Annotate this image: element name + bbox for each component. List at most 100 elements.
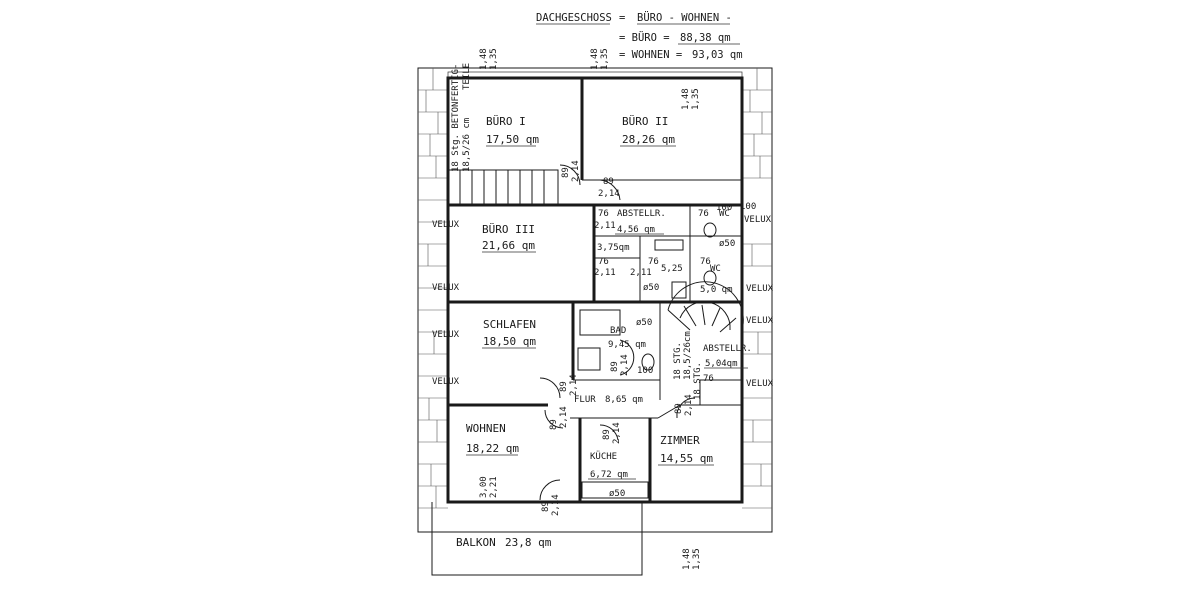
- room-name-zimmer: ZIMMER: [660, 434, 700, 447]
- velux-label: VELUX: [432, 377, 460, 387]
- dim-door: 89: [559, 381, 569, 392]
- room-name-abstell-1: ABSTELLR.: [617, 209, 666, 219]
- room-area-balkon: 23,8 qm: [505, 536, 552, 549]
- room-name-wc-2: WC: [710, 264, 721, 274]
- dim-door: 2,14: [551, 494, 561, 516]
- door-swing: [619, 339, 635, 376]
- stair-note-line-1: 18 Stg. BETONFERTIG-: [451, 64, 461, 172]
- dim-door: 89: [602, 429, 612, 440]
- spiral-stair: [667, 281, 744, 331]
- room-name-buero-1: BÜRO I: [486, 115, 526, 128]
- room-area-buero-3: 21,66 qm: [482, 239, 535, 252]
- door-swing: [676, 397, 696, 419]
- room-area-flur: 8,65 qm: [605, 395, 643, 405]
- room-name-buero-2: BÜRO II: [622, 115, 668, 128]
- wc-toilet: [703, 222, 717, 238]
- header-usage: BÜRO - WOHNEN -: [637, 11, 732, 24]
- room-name-bad: BAD: [610, 326, 626, 336]
- roof-tiles-left: [418, 68, 448, 509]
- wc-basin: [671, 281, 687, 299]
- room-name-buero-3: BÜRO III: [482, 223, 535, 236]
- dim-door: 2,14: [684, 394, 694, 416]
- walls: [431, 76, 744, 576]
- dim-door: 89: [603, 177, 614, 187]
- stair-note-line-3: 18,5/26 cm: [462, 118, 472, 172]
- dim-height: 1,48: [590, 48, 600, 70]
- dim-height: 1,35: [691, 88, 701, 110]
- dim-door: 76: [648, 257, 659, 267]
- dim-door: 89: [610, 361, 620, 372]
- wc-sink: [654, 239, 684, 251]
- door-swing: [539, 479, 561, 501]
- room-name-schlafen: SCHLAFEN: [483, 318, 536, 331]
- room-area-wc-1: 3,75qm: [597, 243, 630, 253]
- door-swing: [559, 164, 581, 186]
- dim-height: 1,35: [600, 48, 610, 70]
- dim-door: 2,14: [559, 406, 569, 428]
- dim-door: 2,14: [598, 189, 620, 199]
- door-swing: [599, 424, 619, 441]
- header-floor-label: DACHGESCHOSS: [536, 12, 612, 24]
- dim-door: 89: [549, 419, 559, 430]
- roof-outer-frame: [417, 67, 773, 533]
- roof-outline: [417, 67, 773, 533]
- room-area-zimmer: 14,55 qm: [660, 452, 713, 465]
- velux-label: VELUX: [746, 379, 774, 389]
- balcony-outline: [431, 502, 643, 576]
- roof-tiles-right: [742, 68, 772, 509]
- wc-toilet-2: [703, 270, 717, 286]
- dim-door: 76: [698, 209, 709, 219]
- room-area-abstell-1: 4,56 qm: [617, 225, 655, 235]
- dim-door: 2,11: [594, 221, 616, 231]
- dim-vent: ø50: [643, 283, 659, 293]
- dim-height: 1,35: [489, 48, 499, 70]
- door-swing: [539, 377, 561, 399]
- dim-door: 2,11: [594, 268, 616, 278]
- dim-door: 2,11: [630, 268, 652, 278]
- room-area-buero-2: 28,26 qm: [622, 133, 675, 146]
- dim-stair: 18,5/26cm: [683, 331, 693, 380]
- room-area-wc-3: 5,0 qm: [700, 285, 733, 295]
- room-name-wc-1: WC: [719, 209, 730, 219]
- velux-label: VELUX: [746, 284, 774, 294]
- stair-note: 18 Stg. BETONFERTIG- TEILE 18,5/26 cm: [451, 63, 472, 172]
- dim-height: 1,48: [479, 48, 489, 70]
- room-name-kueche: KÜCHE: [590, 451, 617, 462]
- room-area-bad: 9,45 qm: [608, 340, 646, 350]
- dim-height: 1,48: [681, 88, 691, 110]
- dim-height: 1,48: [682, 548, 692, 570]
- velux-label: VELUX: [432, 283, 460, 293]
- plan-header: DACHGESCHOSS = BÜRO - WOHNEN - = BÜRO = …: [536, 11, 743, 61]
- dim-door: 2,14: [612, 422, 622, 444]
- dimension-labels: 1,48 1,35 1,48 1,35 1,48 1,35 1,48 1,35 …: [479, 48, 756, 570]
- room-name-abstell-2: ABSTELLR.: [703, 344, 752, 354]
- dim-door: 76: [703, 374, 714, 384]
- dim-door: 76: [700, 257, 711, 267]
- room-area-kueche: 6,72 qm: [590, 470, 628, 480]
- room-labels: BÜRO I 17,50 qm BÜRO II 28,26 qm BÜRO II…: [456, 115, 752, 549]
- room-area-schlafen: 18,50 qm: [483, 335, 536, 348]
- dim-door: 2,14: [571, 160, 581, 182]
- dim-vent: ø50: [636, 318, 652, 328]
- room-name-wohnen: WOHNEN: [466, 422, 506, 435]
- header-buero-value: 88,38 qm: [680, 32, 731, 44]
- outer-wall: [446, 76, 744, 504]
- door-swing: [544, 409, 564, 429]
- dim-door: 76: [598, 209, 609, 219]
- velux-label: VELUX: [746, 316, 774, 326]
- room-area-wohnen: 18,22 qm: [466, 442, 519, 455]
- dim-height: 1,35: [692, 548, 702, 570]
- dim-door: 2,14: [569, 374, 579, 396]
- door-swing: [599, 179, 621, 201]
- dim-vent: 100: [740, 202, 756, 212]
- dim-door: 89: [541, 501, 551, 512]
- dim-door: 76: [598, 257, 609, 267]
- velux-label: VELUX: [432, 330, 460, 340]
- dim-vent: 100: [637, 366, 653, 376]
- shower: [577, 347, 601, 371]
- stair-note-line-2: TEILE: [462, 63, 472, 90]
- dim-stair: 18 STG.: [673, 342, 683, 380]
- dim-vent: 100: [716, 203, 732, 213]
- room-area-buero-1: 17,50 qm: [486, 133, 539, 146]
